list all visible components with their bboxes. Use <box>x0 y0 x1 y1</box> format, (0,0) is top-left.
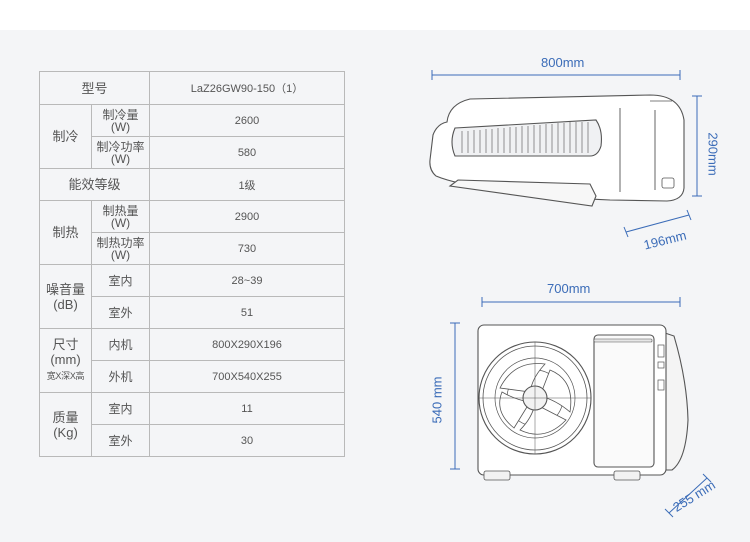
efficiency-value: 1级 <box>149 168 345 201</box>
size-indoor-value: 800X290X196 <box>149 328 345 361</box>
noise-indoor-value: 28~39 <box>149 264 345 297</box>
row-heating-power: 制热功率(W) 730 <box>40 232 345 265</box>
row-cooling-capacity: 制冷 制冷量(W) 2600 <box>39 104 345 169</box>
top-band <box>0 0 750 30</box>
cooling-power-value: 580 <box>149 136 345 169</box>
indoor-depth-dimension-line <box>623 209 692 238</box>
row-cooling-power: 制冷功率(W) 580 <box>40 136 345 169</box>
indoor-unit-drawing <box>429 94 685 207</box>
size-outdoor-label: 外机 <box>91 360 150 393</box>
row-noise-indoor: 噪音量(dB) 室内 28~39 <box>39 264 345 329</box>
indoor-height-label: 290mm <box>705 132 721 176</box>
cooling-label: 制冷 <box>39 104 92 169</box>
indoor-height-dimension-line <box>692 95 702 197</box>
indoor-width-label: 800mm <box>541 55 585 70</box>
outdoor-width-dimension-line <box>481 297 681 307</box>
weight-indoor-value: 11 <box>149 392 345 425</box>
outdoor-width-label: 700mm <box>547 281 591 296</box>
row-size-indoor: 尺寸(mm)宽X深X高 内机 800X290X196 <box>39 328 345 393</box>
model-label: 型号 <box>39 71 150 105</box>
noise-indoor-label: 室内 <box>91 264 150 297</box>
heating-power-value: 730 <box>149 232 345 265</box>
row-weight-outdoor: 室外 30 <box>40 424 345 457</box>
weight-outdoor-value: 30 <box>149 424 345 457</box>
size-indoor-label: 内机 <box>91 328 150 361</box>
spec-table: 型号 LaZ26GW90-150（1） 制冷 制冷量(W) 2600 制冷功率(… <box>39 71 345 457</box>
outdoor-height-label: 540 mm <box>429 376 445 424</box>
outdoor-unit-drawing <box>477 324 689 481</box>
indoor-width-dimension-line <box>431 70 681 80</box>
noise-label: 噪音量(dB) <box>39 264 92 329</box>
row-weight-indoor: 质量(Kg) 室内 11 <box>39 392 345 457</box>
indoor-grille-slats <box>461 122 589 153</box>
outdoor-height-dimension-line <box>450 322 460 470</box>
row-efficiency: 能效等级 1级 <box>39 168 345 201</box>
row-size-outdoor: 外机 700X540X255 <box>40 360 345 393</box>
weight-outdoor-label: 室外 <box>91 424 150 457</box>
weight-label: 质量(Kg) <box>39 392 92 457</box>
cooling-power-label: 制冷功率(W) <box>91 136 150 169</box>
size-outdoor-value: 700X540X255 <box>149 360 345 393</box>
row-model: 型号 LaZ26GW90-150（1） <box>39 71 345 105</box>
outdoor-depth-dimension-line <box>664 473 712 518</box>
